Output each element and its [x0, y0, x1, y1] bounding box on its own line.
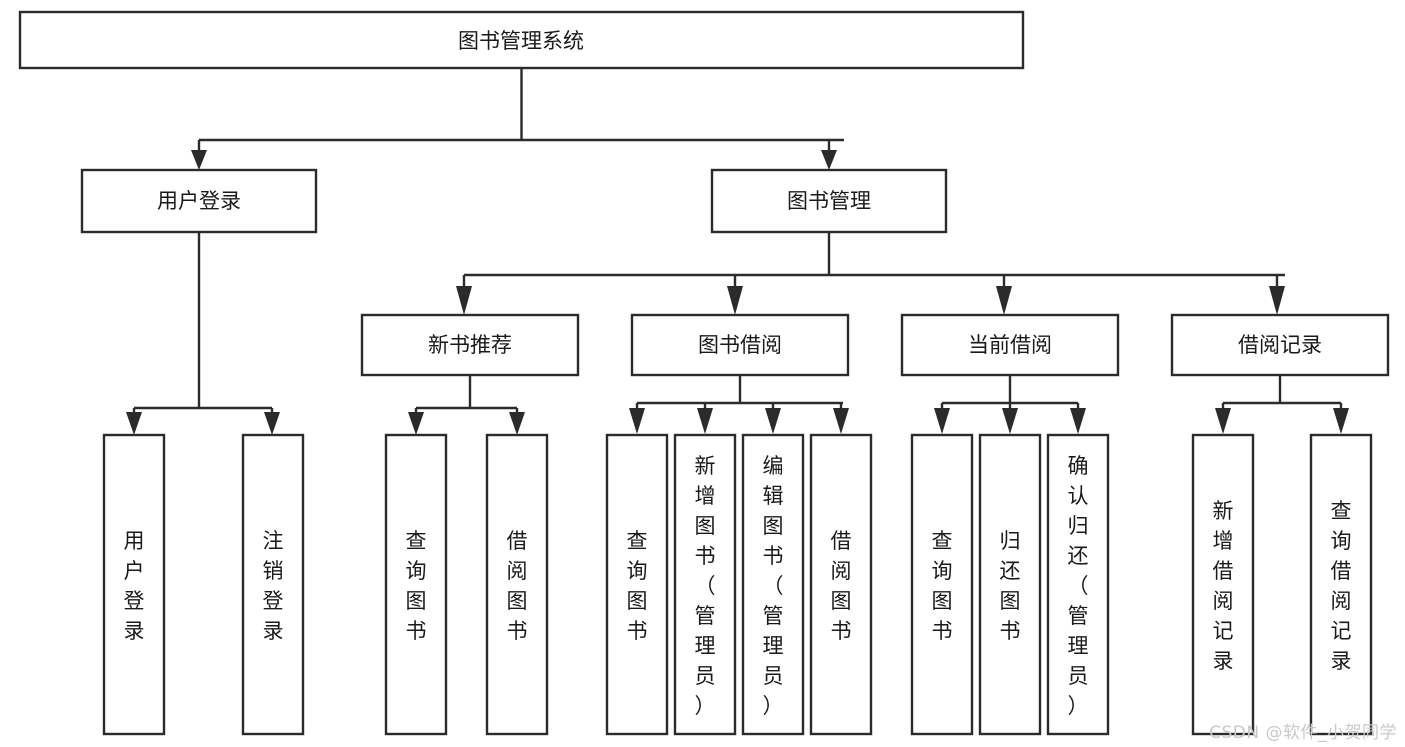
arrowhead-leaf-logout	[264, 412, 280, 435]
leaf-user-login-box[interactable]	[102, 433, 166, 736]
leaf-borrow-borrow-book-box[interactable]	[809, 433, 873, 736]
leaf-current-return-book[interactable]: 归还图书	[978, 433, 1042, 736]
arrowhead-borrow-leaf-4	[833, 408, 849, 434]
node-new-book-recommend-label: 新书推荐	[428, 333, 512, 357]
leaf-current-query-book-box[interactable]	[910, 433, 974, 736]
leaf-borrow-query-book-label: 查询图书	[627, 529, 648, 643]
node-current-borrow[interactable]: 当前借阅	[900, 313, 1120, 377]
arrowhead-current-borrow	[996, 286, 1012, 315]
node-user-login-label: 用户登录	[157, 189, 241, 213]
leaf-record-query-record[interactable]: 查询借阅记录	[1309, 433, 1373, 736]
arrowhead-recommend-leaf-1	[408, 412, 424, 435]
leaf-current-confirm-return-label: 确认归还（管理员）	[1068, 454, 1089, 718]
leaf-borrow-query-book-box[interactable]	[605, 433, 669, 736]
leaf-logout-login[interactable]: 注销登录	[241, 433, 305, 736]
leaf-borrow-edit-book-label: 编辑图书（管理员）	[763, 454, 784, 718]
leaf-borrow-add-book-label: 新增图书（管理员）	[695, 454, 716, 718]
node-borrow-record[interactable]: 借阅记录	[1170, 313, 1390, 377]
leaf-borrow-edit-book[interactable]: 编辑图书（管理员）	[741, 433, 805, 736]
leaf-record-add-record[interactable]: 新增借阅记录	[1191, 433, 1255, 736]
leaf-current-return-book-box[interactable]	[978, 433, 1042, 736]
leaf-logout-login-label: 注销登录	[263, 529, 284, 643]
leaf-user-login[interactable]: 用户登录	[102, 433, 166, 736]
node-current-borrow-box[interactable]	[900, 313, 1120, 377]
leaf-borrow-borrow-book-label: 借阅图书	[831, 529, 852, 643]
leaf-recommend-borrow-book-box[interactable]	[485, 433, 549, 736]
leaf-borrow-edit-book-box[interactable]	[741, 433, 805, 736]
node-user-login[interactable]: 用户登录	[80, 168, 318, 234]
leaf-current-query-book-label: 查询图书	[932, 529, 953, 643]
csdn-watermark: CSDN @软件_小贺同学	[1209, 723, 1397, 743]
node-borrow-record-box[interactable]	[1170, 313, 1390, 377]
leaf-user-login-label: 用户登录	[124, 529, 145, 643]
node-new-book-recommend[interactable]: 新书推荐	[360, 313, 580, 377]
arrowhead-recommend-leaf-2	[509, 412, 525, 435]
arrowhead-current-leaf-1	[934, 408, 950, 434]
node-book-borrow-label: 图书借阅	[698, 333, 782, 357]
arrowhead-borrow-leaf-2	[697, 408, 713, 434]
arrowhead-leaf-user-login	[126, 412, 142, 435]
arrowhead-user-login	[191, 150, 207, 170]
node-book-management-label: 图书管理	[787, 189, 871, 213]
arrowhead-current-leaf-3	[1070, 408, 1086, 434]
node-current-borrow-label: 当前借阅	[968, 333, 1052, 357]
arrowhead-borrow-record	[1269, 286, 1285, 315]
arrowhead-new-book-recommend	[456, 286, 472, 315]
arrowhead-borrow-leaf-3	[765, 408, 781, 434]
leaf-current-confirm-return[interactable]: 确认归还（管理员）	[1046, 433, 1110, 736]
leaf-recommend-query-book-label: 查询图书	[406, 529, 427, 643]
node-user-login-box[interactable]	[80, 168, 318, 234]
leaf-borrow-query-book[interactable]: 查询图书	[605, 433, 669, 736]
leaf-borrow-borrow-book[interactable]: 借阅图书	[809, 433, 873, 736]
leaf-current-return-book-label: 归还图书	[1000, 529, 1021, 643]
node-book-management[interactable]: 图书管理	[710, 168, 948, 234]
leaf-borrow-add-book-box[interactable]	[673, 433, 737, 736]
leaf-record-add-record-box[interactable]	[1191, 433, 1255, 736]
arrowhead-current-leaf-2	[1002, 408, 1018, 434]
leaf-recommend-query-book[interactable]: 查询图书	[384, 433, 448, 736]
leaf-borrow-add-book[interactable]: 新增图书（管理员）	[673, 433, 737, 736]
leaf-record-add-record-label: 新增借阅记录	[1213, 499, 1234, 673]
arrowhead-borrow-leaf-1	[629, 408, 645, 434]
leaf-recommend-borrow-book-label: 借阅图书	[507, 529, 528, 643]
node-root-box[interactable]	[18, 10, 1025, 70]
leaf-current-query-book[interactable]: 查询图书	[910, 433, 974, 736]
leaf-record-query-record-box[interactable]	[1309, 433, 1373, 736]
arrowhead-record-leaf-1	[1215, 408, 1231, 434]
node-book-borrow[interactable]: 图书借阅	[630, 313, 850, 377]
node-book-borrow-box[interactable]	[630, 313, 850, 377]
arrowhead-book-mgmt	[821, 150, 837, 170]
node-new-book-recommend-box[interactable]	[360, 313, 580, 377]
node-book-management-box[interactable]	[710, 168, 948, 234]
arrowhead-book-borrow	[727, 286, 743, 315]
leaf-logout-login-box[interactable]	[241, 433, 305, 736]
node-root[interactable]: 图书管理系统	[18, 10, 1025, 70]
leaf-recommend-query-book-box[interactable]	[384, 433, 448, 736]
arrowhead-record-leaf-2	[1333, 408, 1349, 434]
leaf-record-query-record-label: 查询借阅记录	[1331, 499, 1352, 673]
leaf-current-confirm-return-box[interactable]	[1046, 433, 1110, 736]
node-root-label: 图书管理系统	[458, 29, 584, 53]
node-borrow-record-label: 借阅记录	[1238, 333, 1322, 357]
connector-layer	[126, 68, 1349, 435]
leaf-recommend-borrow-book[interactable]: 借阅图书	[485, 433, 549, 736]
